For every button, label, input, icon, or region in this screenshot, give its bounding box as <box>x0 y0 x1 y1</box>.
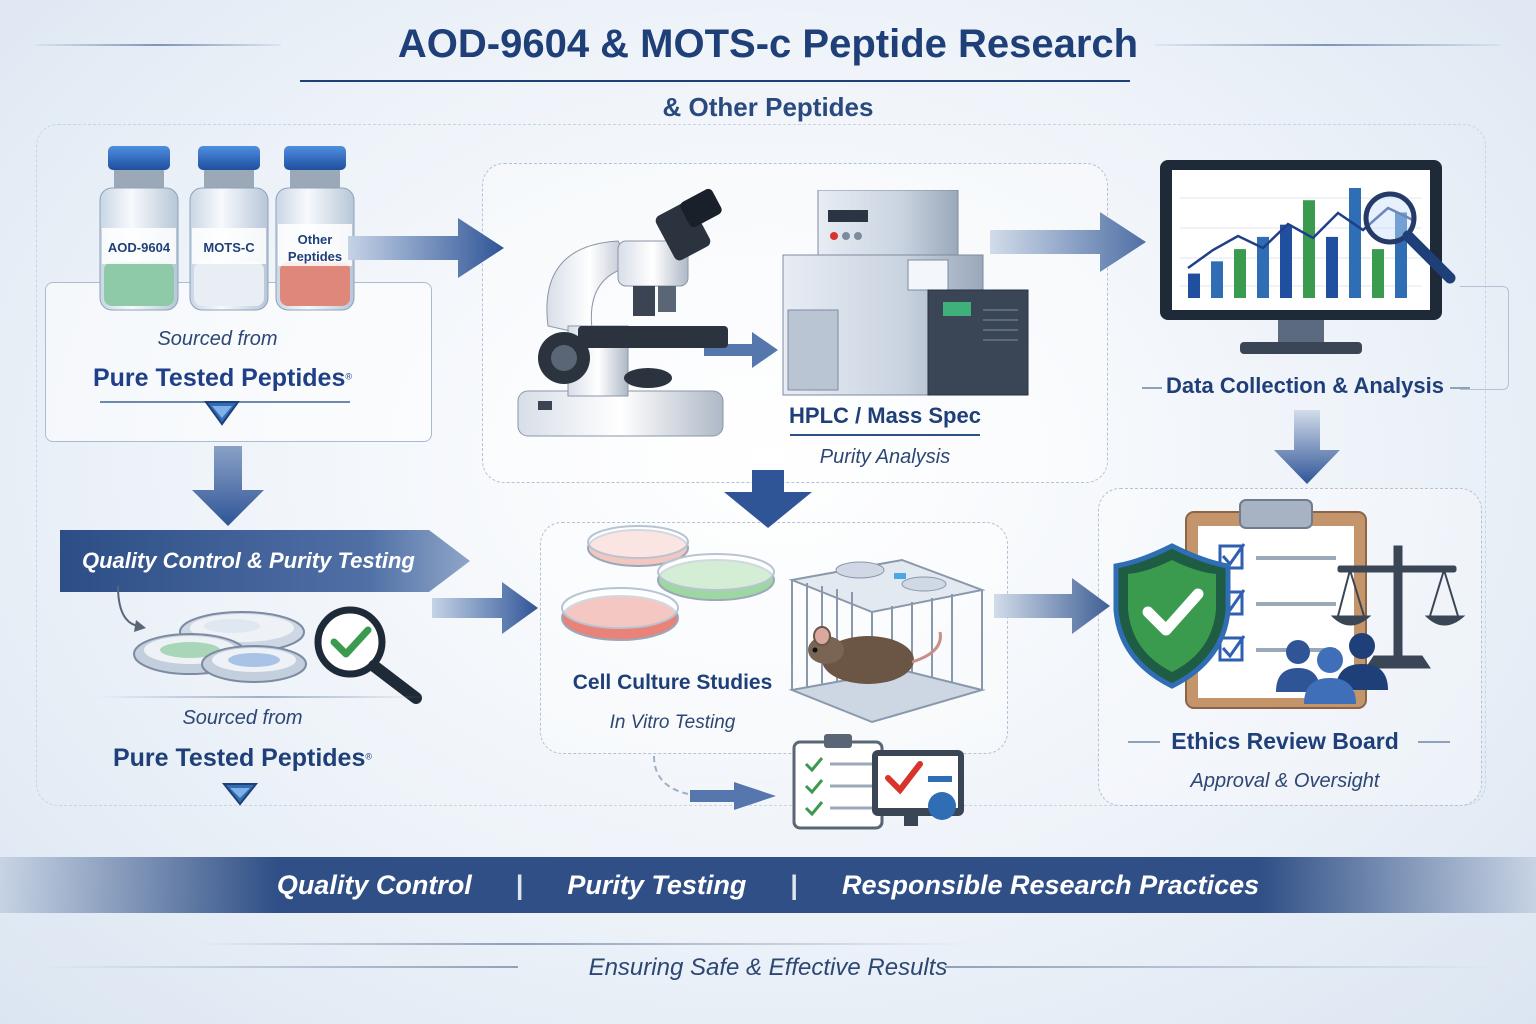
vial-label-other-1: Other <box>298 232 333 247</box>
hplc-title: HPLC / Mass Spec <box>789 403 981 428</box>
brand-name: Pure Tested Peptides <box>92 364 346 392</box>
vial-label-aod: AOD-9604 <box>108 240 171 255</box>
footer-separator: | <box>790 869 798 900</box>
monitor-bar <box>1211 261 1223 298</box>
arrow-to-culture <box>432 582 538 634</box>
tagline-rule-top <box>200 943 975 945</box>
peptide-vials: AOD-9604 MOTS-C Other Peptides <box>99 146 355 311</box>
monitor-bar <box>1326 236 1338 298</box>
brand-top: Pure Tested Peptides® <box>45 364 400 393</box>
vial-mots-c: MOTS-C <box>189 146 269 311</box>
monitor-bar <box>1280 224 1292 298</box>
arrow-down-to-ethics <box>1274 410 1340 484</box>
mouse-cage-icon <box>788 558 986 724</box>
monitor-bar <box>1349 188 1361 298</box>
hplc-underline <box>790 434 980 436</box>
title-underline <box>300 80 1130 82</box>
footer-item-quality: Quality Control <box>276 869 472 900</box>
monitor-bar <box>1257 236 1269 298</box>
sourced-from-top: Sourced from <box>157 328 278 350</box>
registered-mark: ® <box>345 371 353 382</box>
vial-aod-9604: AOD-9604 <box>99 146 179 311</box>
sample-dishes-icon <box>133 611 307 683</box>
ethics-title: Ethics Review Board <box>1171 728 1399 754</box>
ethics-rule-right <box>1418 741 1450 743</box>
footer-separator: | <box>515 869 524 900</box>
monitor-bar <box>1234 249 1246 298</box>
check-magnifier-icon <box>314 606 422 704</box>
monitor-bar <box>1303 200 1315 298</box>
petri-dishes-icon <box>561 525 775 641</box>
brand-bottom: Pure Tested Peptides® <box>60 744 425 773</box>
diamond-icon <box>204 401 240 426</box>
hplc-caption: Purity Analysis <box>819 446 951 468</box>
title-rule-left <box>36 44 281 46</box>
tagline-rule-left <box>38 966 518 968</box>
tagline: Ensuring Safe & Effective Results <box>588 954 948 981</box>
outer-panel <box>36 124 1486 806</box>
ethics-board-icon <box>1113 499 1466 709</box>
ethics-caption: Approval & Oversight <box>1190 770 1380 792</box>
arrow-down-to-quality <box>192 446 264 526</box>
ethics-rule-left <box>1128 741 1160 743</box>
page-title: AOD-9604 & MOTS-c Peptide Research <box>397 22 1139 66</box>
data-rule-left <box>1142 387 1162 389</box>
connector-bracket <box>1460 286 1509 390</box>
curved-arrow-icon <box>117 585 146 632</box>
vial-other-peptides: Other Peptides <box>275 146 355 311</box>
arrow-to-ethics <box>994 578 1110 634</box>
hplc-machine-icon <box>782 190 1029 396</box>
page-subtitle: & Other Peptides <box>662 92 874 122</box>
data-analysis-title: Data Collection & Analysis <box>1166 373 1444 398</box>
vial-label-mots: MOTS-C <box>203 240 255 255</box>
arrow-to-data <box>990 212 1146 272</box>
diamond-icon-bottom <box>221 783 259 806</box>
brand-name-bottom: Pure Tested Peptides <box>112 744 366 772</box>
microscope-icon <box>517 188 728 437</box>
arrow-to-analysis <box>348 218 504 278</box>
title-rule-right <box>1155 44 1500 46</box>
culture-caption: In Vitro Testing <box>609 712 736 733</box>
curved-arrow-to-report <box>653 756 776 810</box>
source-bottom-rule <box>96 696 426 698</box>
culture-title: Cell Culture Studies <box>572 671 773 694</box>
monitor-chart-icon <box>1160 160 1456 354</box>
arrow-microscope-to-hplc <box>704 332 778 368</box>
quality-banner: Quality Control & Purity Testing <box>60 530 470 592</box>
monitor-bar <box>1372 249 1384 298</box>
tagline-rule-right <box>945 966 1500 968</box>
registered-mark-bottom: ® <box>365 751 373 762</box>
sourced-from-bottom: Sourced from <box>182 707 303 729</box>
vial-label-other-2: Peptides <box>288 249 342 264</box>
footer-item-purity: Purity Testing <box>567 869 747 900</box>
data-rule-right <box>1450 387 1470 389</box>
report-checklist-icon <box>792 734 964 830</box>
footer-bar: Quality Control | Purity Testing | Respo… <box>0 857 1536 913</box>
footer-item-responsible: Responsible Research Practices <box>841 869 1260 900</box>
monitor-bar <box>1188 273 1200 298</box>
arrow-down-to-culture <box>724 470 812 528</box>
